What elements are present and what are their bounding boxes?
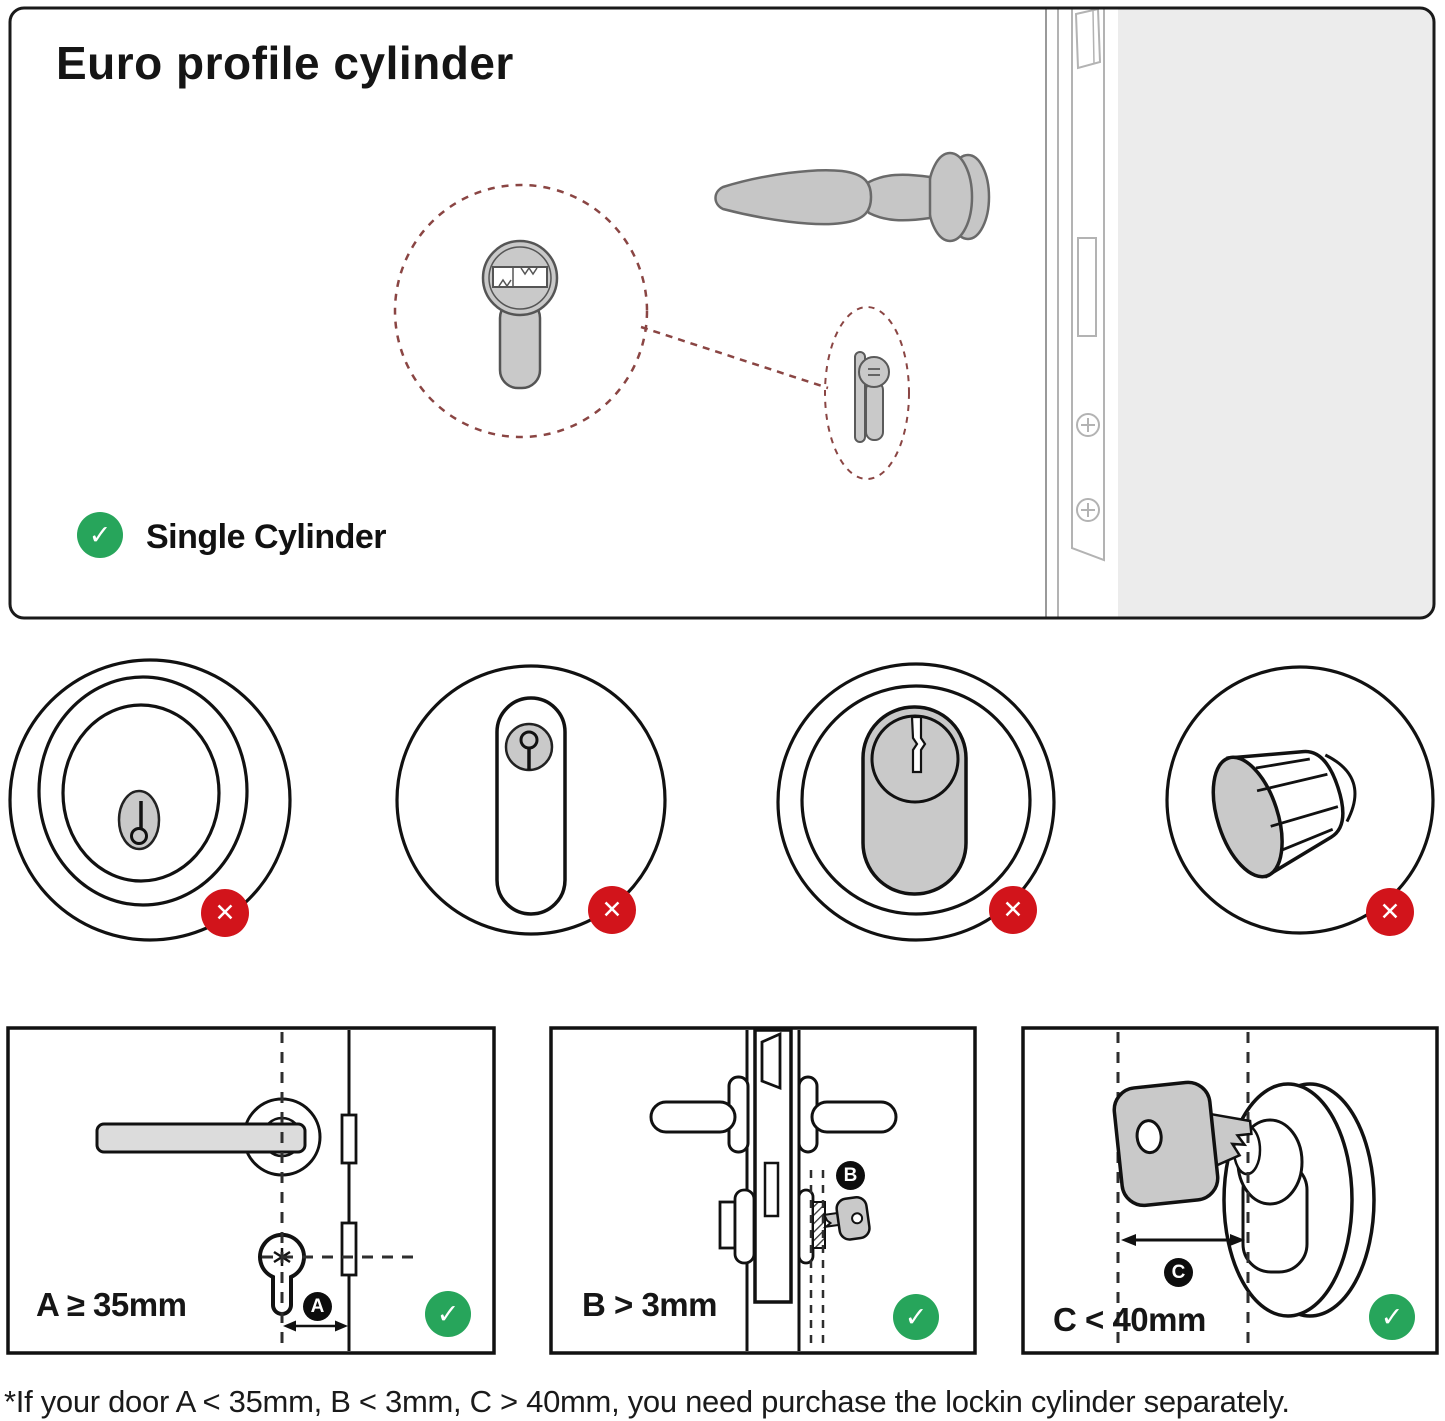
screw-icon: [1076, 498, 1100, 522]
check-glyph: ✓: [1380, 1301, 1404, 1332]
thumbturn-knob-icon: [1165, 665, 1435, 935]
dimension-arrow-a: [283, 1320, 348, 1332]
requirement-a-label: A ≥ 35mm: [36, 1286, 187, 1323]
check-glyph: ✓: [904, 1301, 928, 1332]
check-icon: ✓: [893, 1294, 939, 1340]
round-euro-cylinder-icon: [776, 662, 1056, 942]
requirement-a-illustration: [6, 1026, 496, 1355]
callout-pointer-line: [640, 325, 829, 390]
door-face: [1118, 9, 1433, 617]
door-handle-icon: [95, 1097, 322, 1177]
cylinder-callout: [393, 183, 829, 439]
dimension-a-badge: A: [303, 1292, 332, 1321]
compatible-type-label: Single Cylinder: [146, 518, 387, 556]
x-icon: ✕: [1366, 888, 1414, 936]
badge-letter: B: [843, 1164, 858, 1186]
check-glyph: ✓: [88, 519, 112, 550]
x-icon: ✕: [201, 889, 249, 937]
lock-rosette-icon: [1222, 1082, 1376, 1318]
top-panel-border: [8, 6, 1436, 620]
hatched-cylinder-stub: [812, 1201, 826, 1249]
requirement-c-illustration: [1021, 1026, 1439, 1355]
door-edge-illustration: [1045, 9, 1433, 617]
x-glyph: ✕: [1379, 898, 1401, 926]
small-euro-cylinder-icon: [854, 351, 890, 443]
dimension-c-badge: C: [1164, 1258, 1193, 1287]
requirement-c-label: C < 40mm: [1053, 1301, 1206, 1338]
page-title: Euro profile cylinder: [56, 37, 514, 89]
key-icon: [822, 1196, 871, 1241]
cylinder-cutout: [1077, 237, 1097, 337]
key-icon: [1112, 1080, 1253, 1208]
check-icon: ✓: [425, 1291, 471, 1337]
door-handles-icon: [649, 1075, 898, 1154]
top-panel-illustration: [8, 6, 1436, 620]
box-a-border: [6, 1026, 496, 1355]
check-icon: ✓: [77, 512, 123, 558]
dimension-b-badge: B: [836, 1161, 865, 1190]
check-icon: ✓: [1369, 1294, 1415, 1340]
cylinder-side-view: [714, 151, 991, 243]
x-glyph: ✕: [1002, 896, 1024, 924]
deadbolt-cylinder-icon: [8, 658, 292, 942]
badge-letter: C: [1171, 1261, 1186, 1283]
requirement-b-label: B > 3mm: [582, 1286, 717, 1323]
footnote-text: *If your door A < 35mm, B < 3mm, C > 40m…: [4, 1384, 1290, 1419]
latch-cutout: [1074, 9, 1102, 70]
protruding-cylinder: [718, 1188, 826, 1265]
badge-letter: A: [310, 1295, 325, 1317]
euro-cylinder-front-icon: [481, 239, 559, 390]
oval-cylinder-icon: [395, 664, 667, 936]
x-glyph: ✕: [214, 899, 236, 927]
x-icon: ✕: [989, 886, 1037, 934]
x-glyph: ✕: [601, 896, 623, 924]
latch-bolt: [760, 1031, 782, 1091]
screw-icon: [1076, 413, 1100, 437]
x-icon: ✕: [588, 886, 636, 934]
dimension-arrow-c: [1121, 1234, 1245, 1246]
cylinder-location-callout: [824, 306, 910, 480]
check-glyph: ✓: [436, 1298, 460, 1329]
